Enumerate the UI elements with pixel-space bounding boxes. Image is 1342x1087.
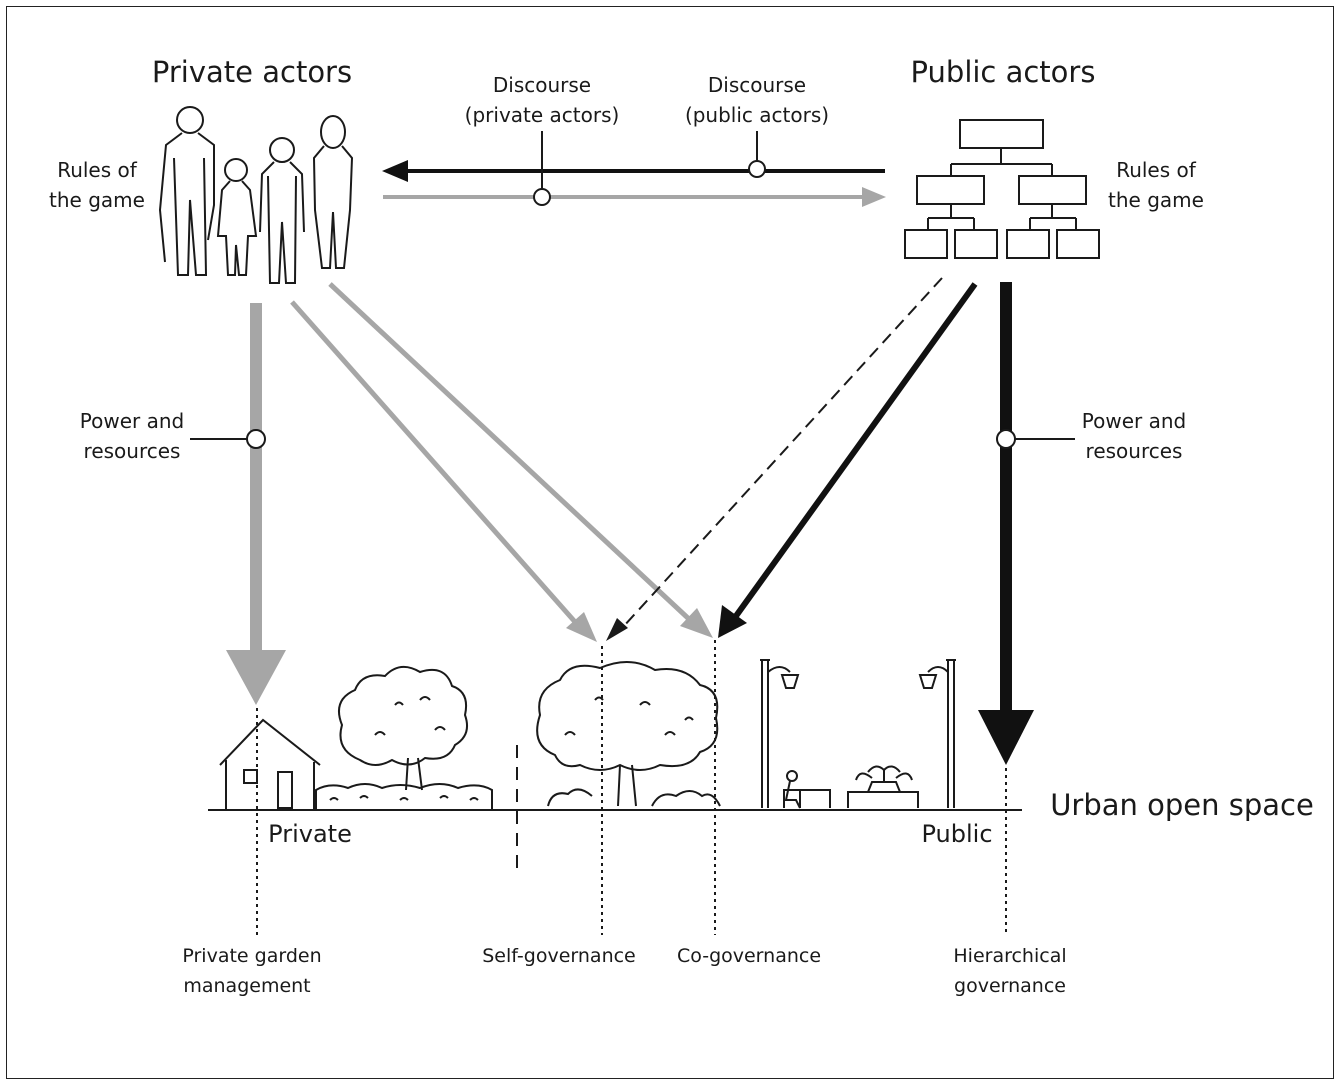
power-right-line2: resources <box>1086 439 1183 463</box>
hierarchical-arrow <box>978 282 1034 765</box>
public-rules-line2: the game <box>1108 188 1204 212</box>
public-rules-line1: Rules of <box>1116 158 1197 182</box>
lamp-post-icon <box>760 659 800 808</box>
private-garden-label-line1: Private garden <box>182 945 321 967</box>
private-garden-label-line2: management <box>183 975 310 997</box>
discourse-arrow-public <box>382 160 885 182</box>
public-actors-title: Public actors <box>911 55 1096 89</box>
lamp-post-icon <box>918 659 956 808</box>
self-governance-label: Self-governance <box>482 945 636 967</box>
hierarchical-label-line1: Hierarchical <box>953 945 1066 967</box>
private-to-co-governance-arrow <box>328 282 713 638</box>
house-icon <box>219 718 321 810</box>
discourse-public-node <box>748 160 766 178</box>
bench-icon <box>783 770 831 809</box>
urban-open-space-title: Urban open space <box>1050 788 1314 822</box>
power-left-node <box>246 429 266 449</box>
private-rules-line1: Rules of <box>57 158 138 182</box>
public-to-self-governance-arrow <box>606 277 943 641</box>
power-right-line1: Power and <box>1082 409 1186 433</box>
fountain-icon <box>847 765 919 808</box>
power-left-line2: resources <box>84 439 181 463</box>
co-governance-label: Co-governance <box>677 945 821 967</box>
hedge-icon <box>315 783 493 810</box>
landscape-sketch <box>208 659 1022 870</box>
private-garden-arrow <box>226 303 286 705</box>
hierarchical-label-line2: governance <box>954 975 1066 997</box>
discourse-public-line1: Discourse <box>708 73 806 97</box>
public-to-co-governance-arrow <box>718 282 978 638</box>
org-chart-icon <box>904 119 1100 259</box>
private-rules-line2: the game <box>49 188 145 212</box>
discourse-private-line2: (private actors) <box>465 103 620 127</box>
private-actors-title: Private actors <box>152 55 352 89</box>
power-right-node <box>996 429 1016 449</box>
people-icon <box>158 106 354 284</box>
tree-icon <box>536 661 721 807</box>
figure-frame <box>6 6 1334 1079</box>
discourse-arrow-private <box>383 187 886 207</box>
discourse-public-line2: (public actors) <box>685 103 829 127</box>
private-to-self-governance-arrow <box>290 300 597 642</box>
tree-icon <box>338 665 468 791</box>
discourse-private-line1: Discourse <box>493 73 591 97</box>
public-zone-label: Public <box>921 820 992 848</box>
private-zone-label: Private <box>268 820 352 848</box>
power-left-line1: Power and <box>80 409 184 433</box>
discourse-private-node <box>533 188 551 206</box>
